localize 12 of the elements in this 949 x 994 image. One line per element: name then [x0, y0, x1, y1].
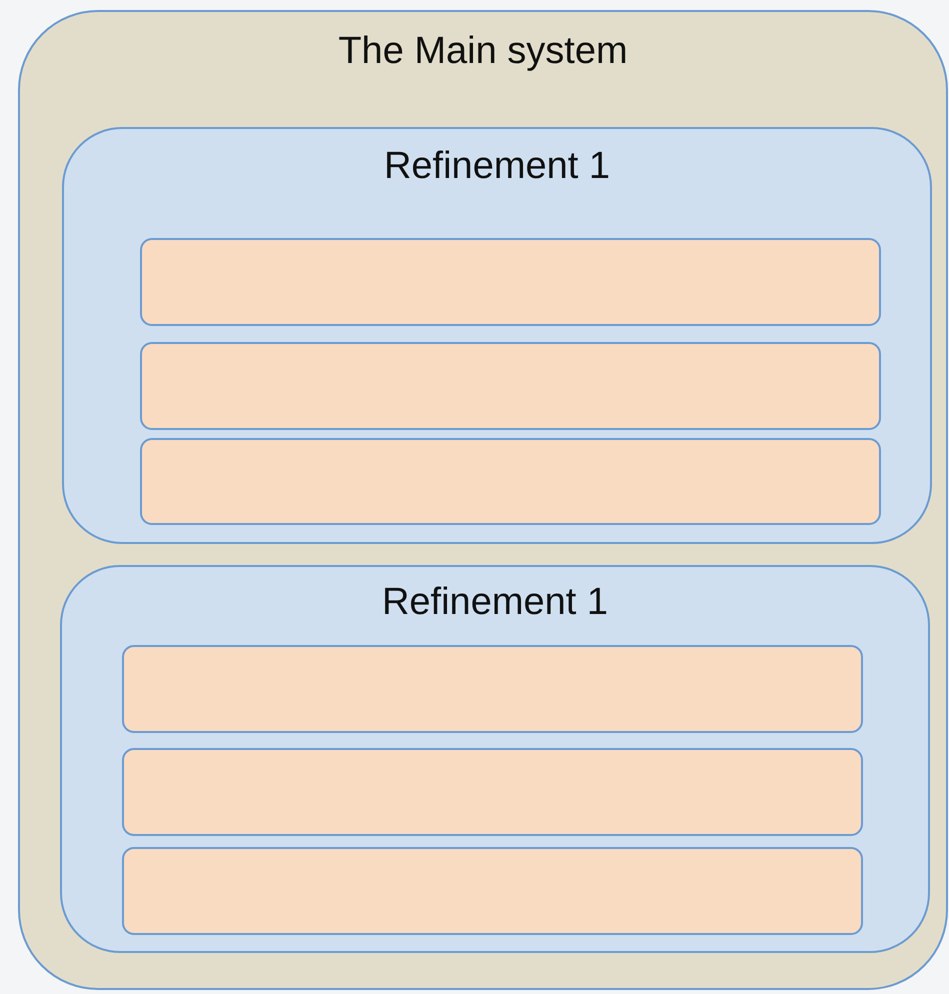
empty-box: [140, 438, 881, 525]
empty-box: [140, 238, 881, 326]
refinement-panel: [62, 127, 932, 544]
empty-box: [122, 847, 863, 935]
group-title: Refinement 1: [380, 581, 609, 624]
refinement-panel: [60, 565, 930, 953]
empty-box: [122, 748, 863, 836]
system-panel: [18, 10, 948, 990]
empty-box: [140, 342, 881, 430]
group-title: Refinement 1: [382, 145, 611, 188]
empty-box: [122, 645, 863, 733]
group-title: The Main system: [337, 30, 629, 73]
